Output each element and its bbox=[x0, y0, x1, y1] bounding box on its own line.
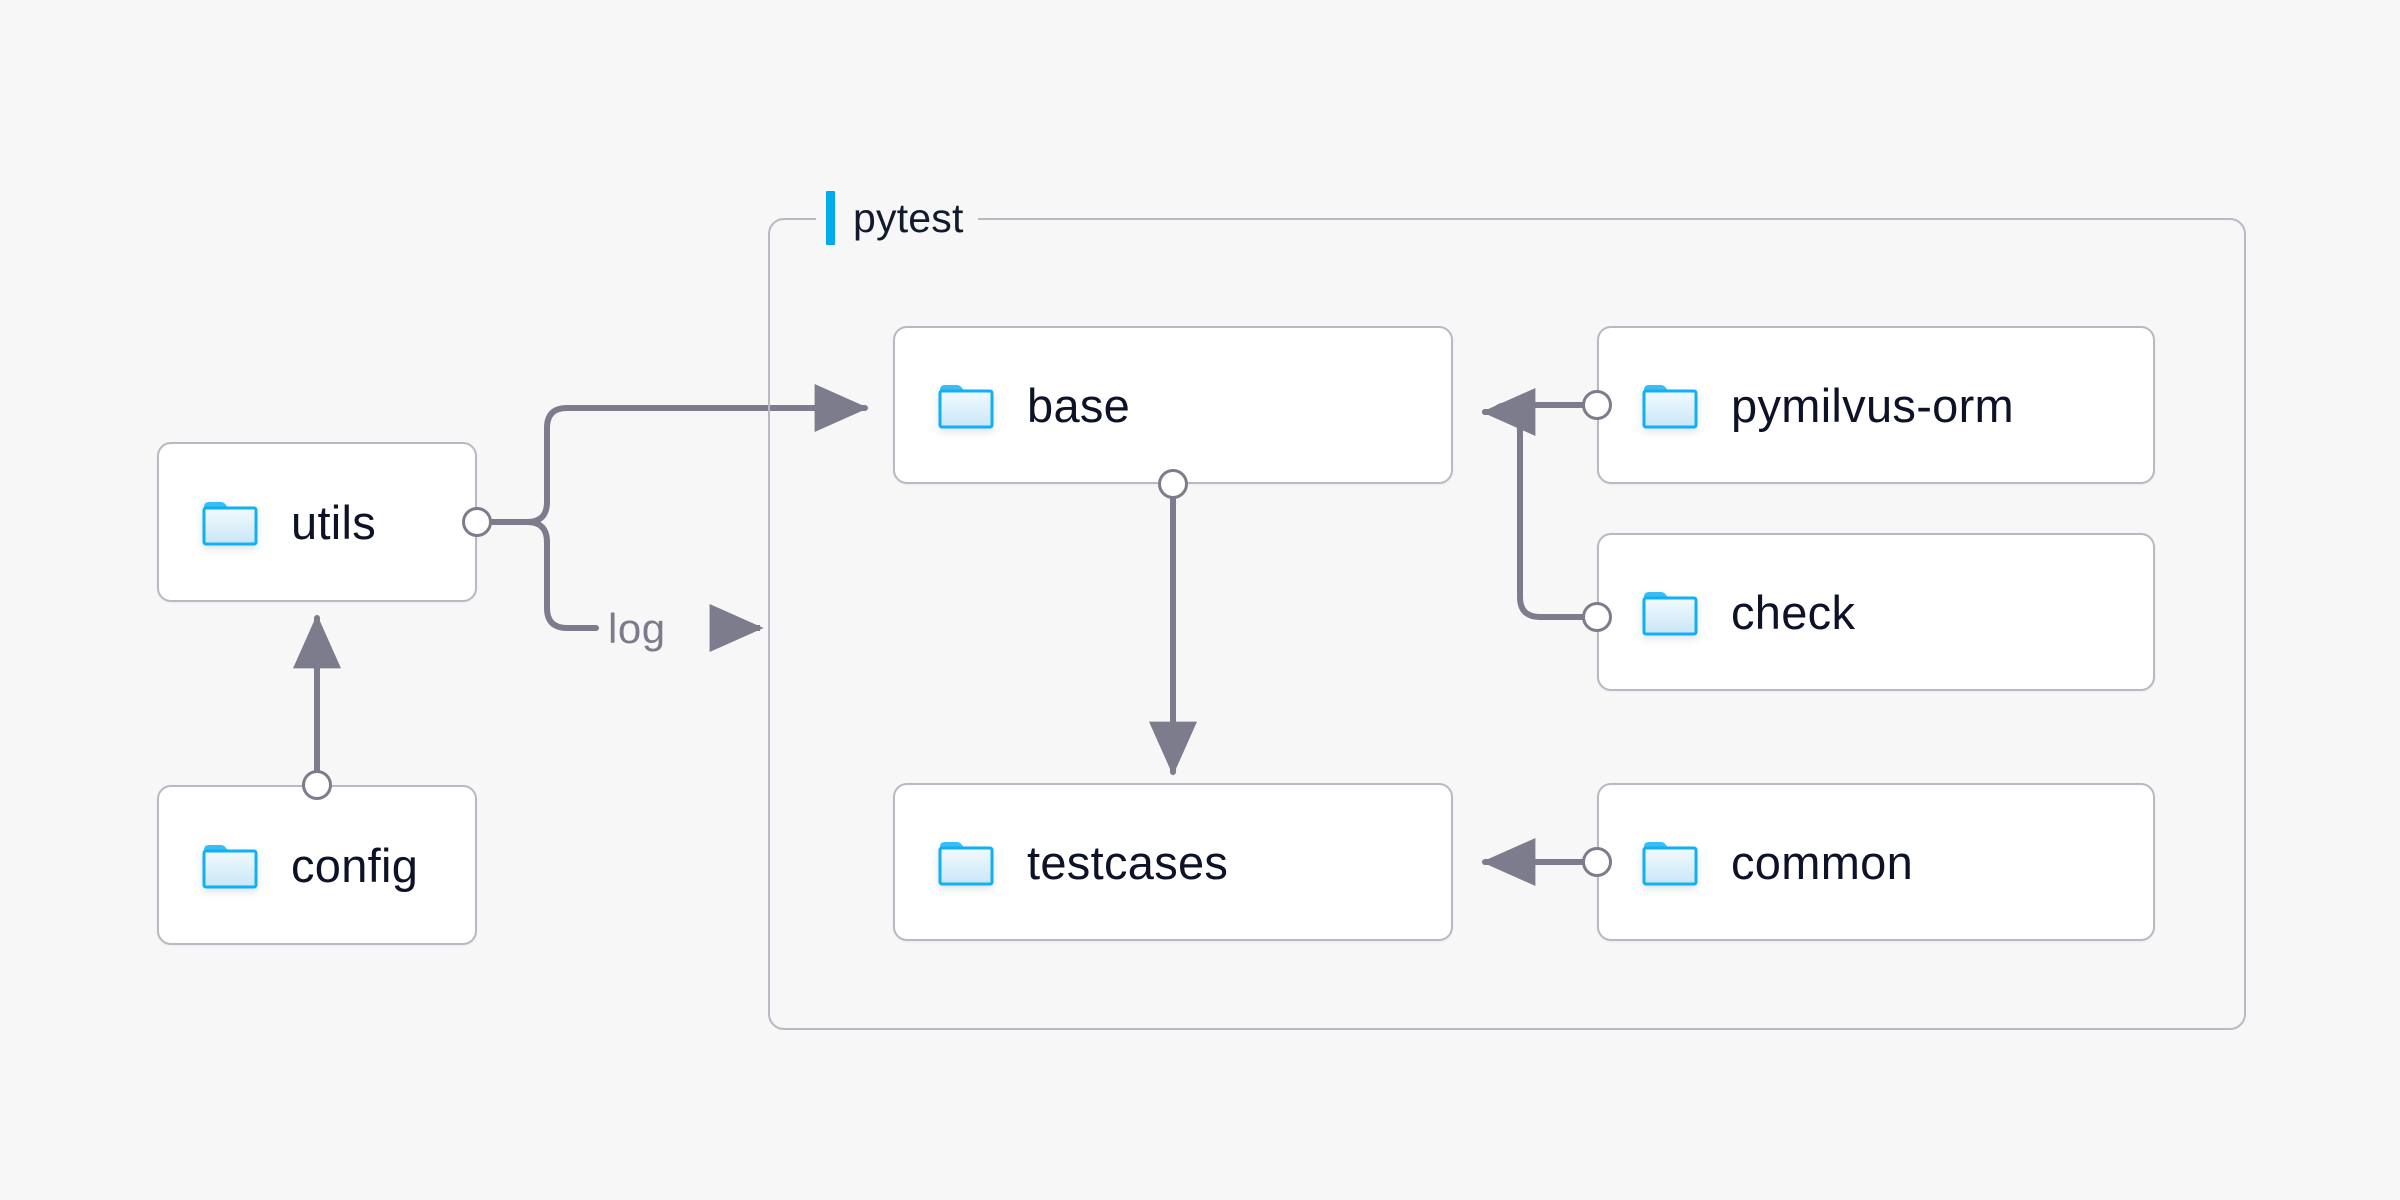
group-label-pytest: pytest bbox=[816, 189, 978, 247]
edge-label-log: log bbox=[608, 605, 666, 652]
node-testcases[interactable]: testcases bbox=[893, 783, 1453, 941]
node-utils[interactable]: utils bbox=[157, 442, 477, 602]
folder-icon bbox=[1641, 837, 1699, 887]
folder-icon bbox=[1641, 380, 1699, 430]
node-label: utils bbox=[291, 495, 377, 549]
node-pymilvus-orm[interactable]: pymilvus-orm bbox=[1597, 326, 2155, 484]
folder-icon bbox=[201, 497, 259, 547]
folder-icon bbox=[937, 380, 995, 430]
node-config[interactable]: config bbox=[157, 785, 477, 945]
node-label: common bbox=[1731, 835, 1914, 889]
node-common[interactable]: common bbox=[1597, 783, 2155, 941]
node-label: config bbox=[291, 838, 419, 892]
port-check-left[interactable] bbox=[1582, 602, 1612, 632]
port-pymilvus-orm-left[interactable] bbox=[1582, 390, 1612, 420]
folder-icon bbox=[937, 837, 995, 887]
node-label: check bbox=[1731, 585, 1856, 639]
node-base[interactable]: base bbox=[893, 326, 1453, 484]
node-check[interactable]: check bbox=[1597, 533, 2155, 691]
group-title: pytest bbox=[853, 195, 964, 241]
node-label: pymilvus-orm bbox=[1731, 378, 2015, 432]
group-container-pytest[interactable] bbox=[768, 218, 2246, 1030]
node-label: base bbox=[1027, 378, 1131, 432]
port-common-left[interactable] bbox=[1582, 847, 1612, 877]
port-base-bottom[interactable] bbox=[1158, 469, 1188, 499]
port-utils-right[interactable] bbox=[462, 507, 492, 537]
folder-icon bbox=[1641, 587, 1699, 637]
node-label: testcases bbox=[1027, 835, 1229, 889]
port-config-top[interactable] bbox=[302, 770, 332, 800]
edge-utils-to-log bbox=[489, 519, 599, 631]
folder-icon bbox=[201, 840, 259, 890]
accent-bar-icon bbox=[826, 191, 835, 245]
